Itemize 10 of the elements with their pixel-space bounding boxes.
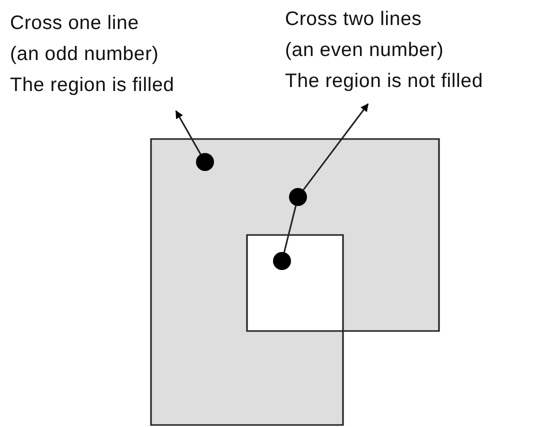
annotation-text: Cross one line (10, 11, 140, 36)
annotation-text: (an odd number) (10, 42, 160, 67)
arrow (302, 103, 369, 190)
annotation-text: Cross two lines (285, 7, 423, 32)
dot (273, 252, 291, 270)
arrow (175, 110, 202, 155)
annotation-text: The region is filled (10, 73, 176, 98)
connector-line (283, 206, 297, 252)
annotation-text: (an even number) (285, 38, 445, 63)
annotation-text: The region is not filled (285, 69, 484, 94)
